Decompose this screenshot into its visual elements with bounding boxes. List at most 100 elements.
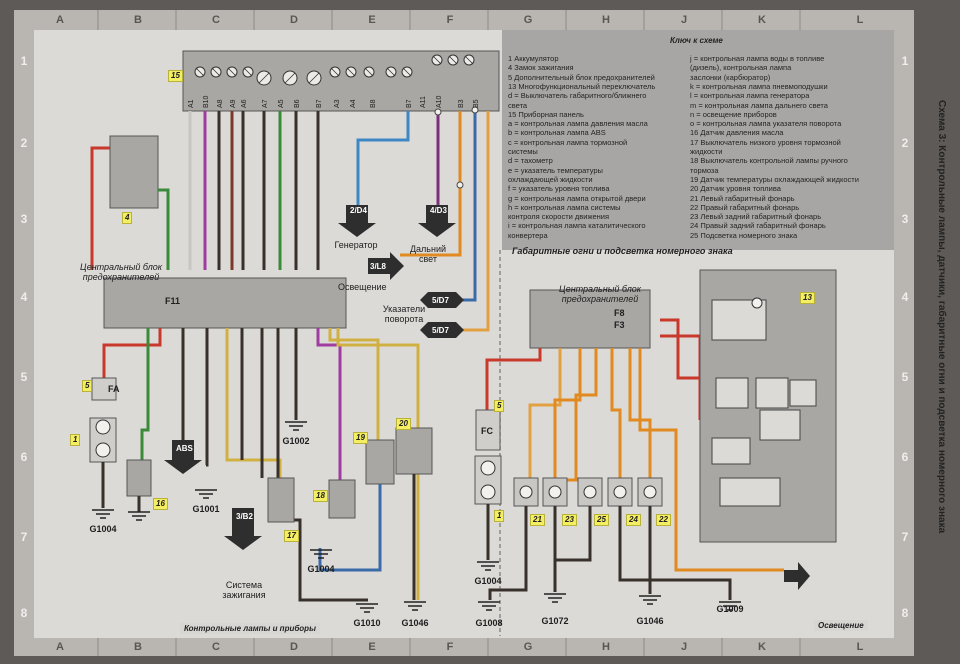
legend-left-line: системы <box>508 147 538 156</box>
grid-letter-d-bottom: D <box>290 641 298 653</box>
arrow-tag-indicator-1: 5/D7 <box>432 296 449 305</box>
component-tag-20: 20 <box>396 418 411 430</box>
legend-left-line: i = контрольная лампа каталитического <box>508 221 646 231</box>
grid-letter-f-bottom: F <box>446 641 454 653</box>
grid-letter-g: G <box>523 14 533 26</box>
grid-letter-c-bottom: C <box>212 641 220 653</box>
legend-right-line: заслонки (карбюратор) <box>690 72 771 82</box>
legend-right-line: тормоза <box>690 165 719 175</box>
footer-right: Освещение <box>814 620 868 631</box>
component-tag-22: 22 <box>656 514 671 526</box>
component-tag-1-right: 1 <box>494 510 505 522</box>
instrument-panel <box>182 50 500 112</box>
legend-right-line: 21 Левый габаритный фонарь <box>690 193 795 203</box>
component-tag-16: 16 <box>153 498 168 510</box>
panel-pin-label: A1 <box>188 99 195 108</box>
legend-left-line: g = контрольная лампа открытой двери <box>508 193 646 203</box>
grid-num-4-right: 4 <box>901 290 909 304</box>
grid-num-7-right: 7 <box>901 530 909 544</box>
legend-right-line: жидкости <box>690 147 723 156</box>
central-fuse-block-right-label: Центральный блок предохранителей <box>558 284 642 304</box>
grid-letter-k: K <box>758 14 766 26</box>
grid-letter-b: B <box>134 14 142 26</box>
panel-pin-label: A4 <box>350 99 357 108</box>
grid-letter-d: D <box>290 14 298 26</box>
fuse-label-fa: FA <box>108 384 120 394</box>
arrow-tag-ignition: 3/B2 <box>236 512 253 521</box>
grid-letter-j: J <box>680 14 688 26</box>
grid-letter-f: F <box>446 14 454 26</box>
handbrake-switch <box>328 479 356 519</box>
legend-left-line: d = тахометр <box>508 156 553 166</box>
panel-pin-label: B10 <box>203 95 210 108</box>
ground-g1009: G1009 <box>716 604 744 614</box>
grid-letter-b-bottom: B <box>134 641 142 653</box>
component-tag-1-left: 1 <box>70 434 81 446</box>
panel-pin-label: B5 <box>473 99 480 108</box>
panel-pin-label: A11 <box>420 96 427 108</box>
legend-right-line: 17 Выключатель низкого уровня тормозной <box>690 137 841 147</box>
component-tag-15: 15 <box>168 70 183 82</box>
legend-left-line: 15 Приборная панель <box>508 109 584 119</box>
component-tag-5-left: 5 <box>82 380 93 392</box>
panel-pin-label: A3 <box>334 99 341 108</box>
legend-left-line: охлаждающей жидкости <box>508 174 593 184</box>
panel-pin-label: A6 <box>241 99 248 108</box>
legend-left-line: 4 Замок зажигания <box>508 63 574 73</box>
ground-g1004-mid: G1004 <box>307 564 335 574</box>
legend-right-line: 25 Подсветка номерного знака <box>690 230 798 240</box>
ground-g1002: G1002 <box>282 436 310 446</box>
grid-letter-l-bottom: L <box>856 641 864 653</box>
legend-right-line: n = освещение приборов <box>690 109 777 119</box>
grid-num-4: 4 <box>20 290 28 304</box>
indicators-label: Указатели поворота <box>382 304 426 324</box>
legend-left-line: e = указатель температуры <box>508 165 603 175</box>
grid-num-1-right: 1 <box>901 54 909 68</box>
brake-fluid-switch <box>267 477 295 523</box>
side-lights-heading: Габаритные огни и подсветка номерного зн… <box>512 246 733 256</box>
ground-g1046-left: G1046 <box>401 618 429 628</box>
panel-pin-label: B8 <box>370 99 377 108</box>
component-tag-19: 19 <box>353 432 368 444</box>
grid-letter-l: L <box>856 14 864 26</box>
central-fuse-block-left-label: Центральный блок предохранителей <box>79 262 163 282</box>
ground-g1046-right: G1046 <box>636 616 664 626</box>
fuse-fc <box>475 409 501 451</box>
panel-pin-label: A5 <box>278 99 285 108</box>
legend-right-line: 24 Правый задний габаритный фонарь <box>690 221 826 231</box>
grid-num-1: 1 <box>20 54 28 68</box>
component-tag-17: 17 <box>284 530 299 542</box>
legend-left-line: света <box>508 100 528 110</box>
component-tag-13: 13 <box>800 292 815 304</box>
grid-num-2: 2 <box>20 136 28 150</box>
component-tag-5-right: 5 <box>494 400 505 412</box>
component-tag-18: 18 <box>313 490 328 502</box>
generator-label: Генератор <box>334 240 378 250</box>
panel-pin-label: A10 <box>436 95 443 108</box>
component-tag-21: 21 <box>530 514 545 526</box>
fuse-label-f3: F3 <box>614 320 625 330</box>
legend-left-line: a = контрольная лампа давления масла <box>508 119 648 129</box>
component-tag-25: 25 <box>594 514 609 526</box>
arrow-tag-abs: ABS <box>176 444 193 453</box>
grid-letter-a: A <box>56 14 64 26</box>
arrow-indicator-2 <box>420 322 464 338</box>
arrow-indicator-1 <box>420 292 464 308</box>
grid-num-3: 3 <box>20 212 28 226</box>
grid-letter-a-bottom: A <box>56 641 64 653</box>
legend-right-line: 19 Датчик температуры охлаждающей жидкос… <box>690 174 859 184</box>
legend-right-line: k = контрольная лампа пневмоподушки <box>690 81 828 91</box>
fuse-label-f8: F8 <box>614 308 625 318</box>
legend-right-line: 22 Правый габаритный фонарь <box>690 202 800 212</box>
ground-g1004-left: G1004 <box>89 524 117 534</box>
legend-left-line: f = указатель уровня топлива <box>508 184 610 194</box>
grid-num-7: 7 <box>20 530 28 544</box>
fuel-level-sensor <box>395 427 433 475</box>
arrow-lighting <box>368 252 404 280</box>
ignition-switch <box>109 135 159 209</box>
ground-g1072: G1072 <box>541 616 569 626</box>
arrow-tag-generator: 2/D4 <box>350 206 367 215</box>
high-beam-label: Дальний свет <box>409 244 447 264</box>
footer-left: Контрольные лампы и приборы <box>180 623 320 634</box>
